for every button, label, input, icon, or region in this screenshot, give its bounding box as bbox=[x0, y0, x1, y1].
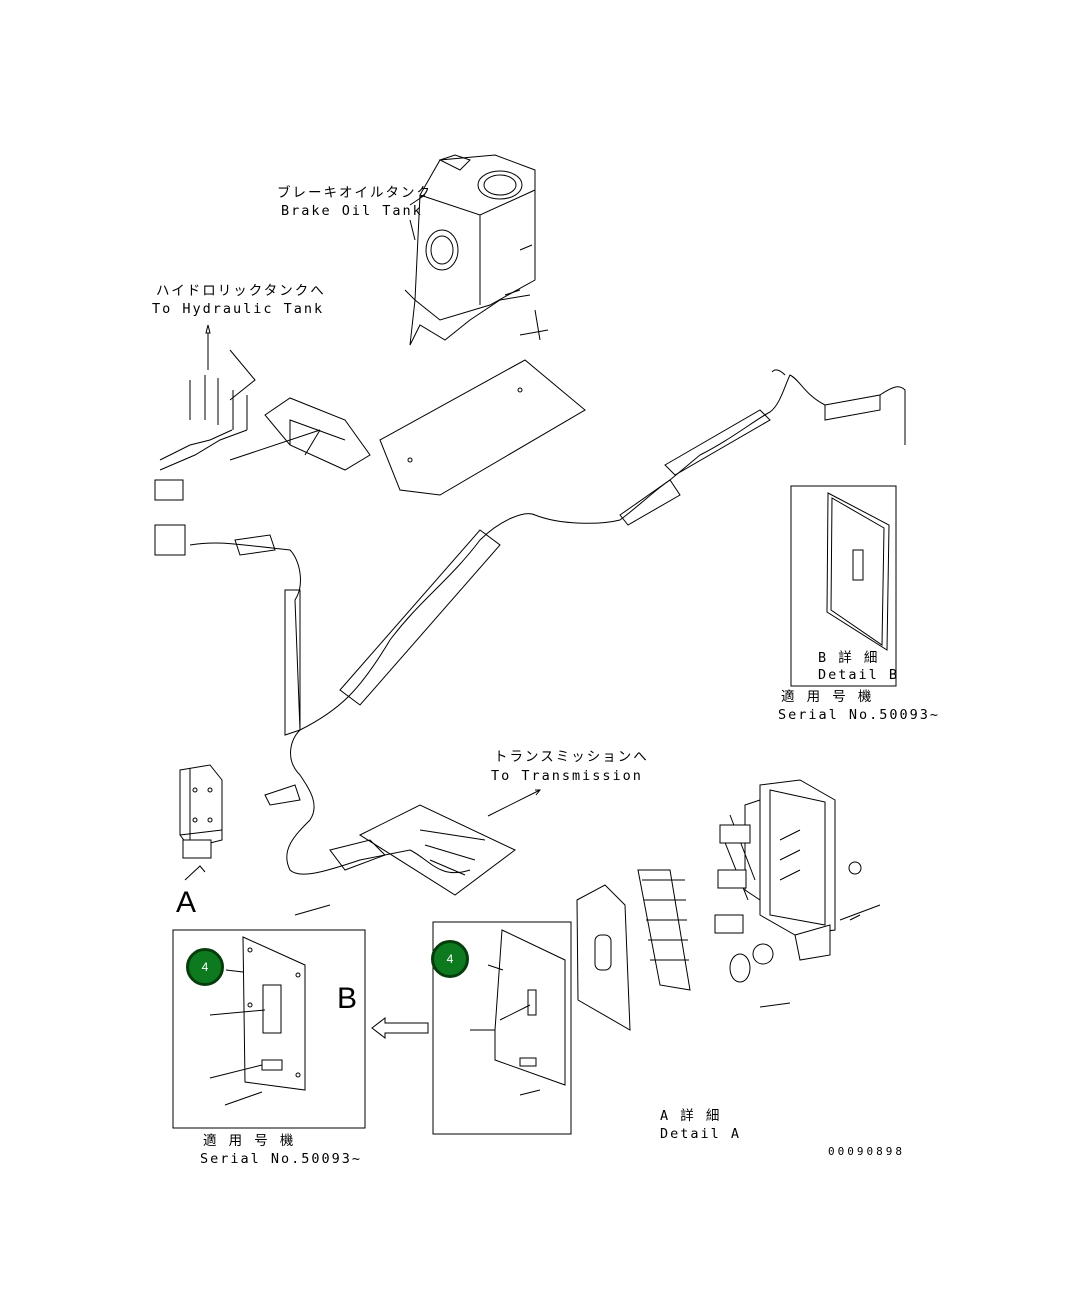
view-b-letter: B bbox=[337, 982, 358, 1015]
serial-bottom-label-jp: 適 用 号 機 bbox=[203, 1133, 296, 1149]
callout-badge[interactable]: 4 bbox=[186, 948, 224, 986]
transmission-label-en: To Transmission bbox=[491, 768, 643, 784]
callout-badge[interactable]: 4 bbox=[431, 940, 469, 978]
transmission-label-jp: トランスミッションへ bbox=[494, 749, 649, 765]
channel-bracket bbox=[230, 398, 370, 470]
detail-a-unit bbox=[715, 780, 880, 1007]
view-a-letter: A bbox=[176, 886, 197, 919]
view-b-frame bbox=[173, 930, 365, 1128]
controller-box bbox=[180, 765, 222, 880]
view-arrow bbox=[372, 1018, 428, 1038]
detail-b-frame bbox=[791, 486, 896, 686]
harness-wire bbox=[190, 370, 905, 874]
hydraulic-tank-label-jp: ハイドロリックタンクへ bbox=[156, 283, 326, 299]
detail-a-plates bbox=[577, 870, 690, 1030]
drawing-number: 00090898 bbox=[828, 1145, 905, 1158]
hydraulic-fittings bbox=[155, 350, 255, 555]
mounting-plate bbox=[380, 310, 585, 495]
connector-group bbox=[295, 805, 515, 915]
brake-tank-label-jp: ブレーキオイルタンク bbox=[277, 185, 432, 201]
detail-a-label-en: Detail A bbox=[660, 1126, 742, 1142]
serial-bottom-label-en: Serial No.50093~ bbox=[200, 1151, 363, 1167]
leader-lines bbox=[206, 195, 540, 816]
detail-b-label-en: Detail B bbox=[818, 667, 900, 683]
view-a-frame bbox=[433, 922, 571, 1134]
detail-a-label-jp: A 詳 細 bbox=[660, 1108, 722, 1124]
brake-oil-tank-drawing bbox=[405, 155, 535, 345]
detail-b-label-jp: B 詳 細 bbox=[818, 650, 880, 666]
serial-right-label-en: Serial No.50093~ bbox=[778, 707, 941, 723]
serial-right-label-jp: 適 用 号 機 bbox=[781, 689, 874, 705]
brake-tank-label-en: Brake Oil Tank bbox=[281, 203, 423, 219]
hydraulic-tank-label-en: To Hydraulic Tank bbox=[152, 301, 325, 317]
harness-rails bbox=[235, 395, 880, 805]
